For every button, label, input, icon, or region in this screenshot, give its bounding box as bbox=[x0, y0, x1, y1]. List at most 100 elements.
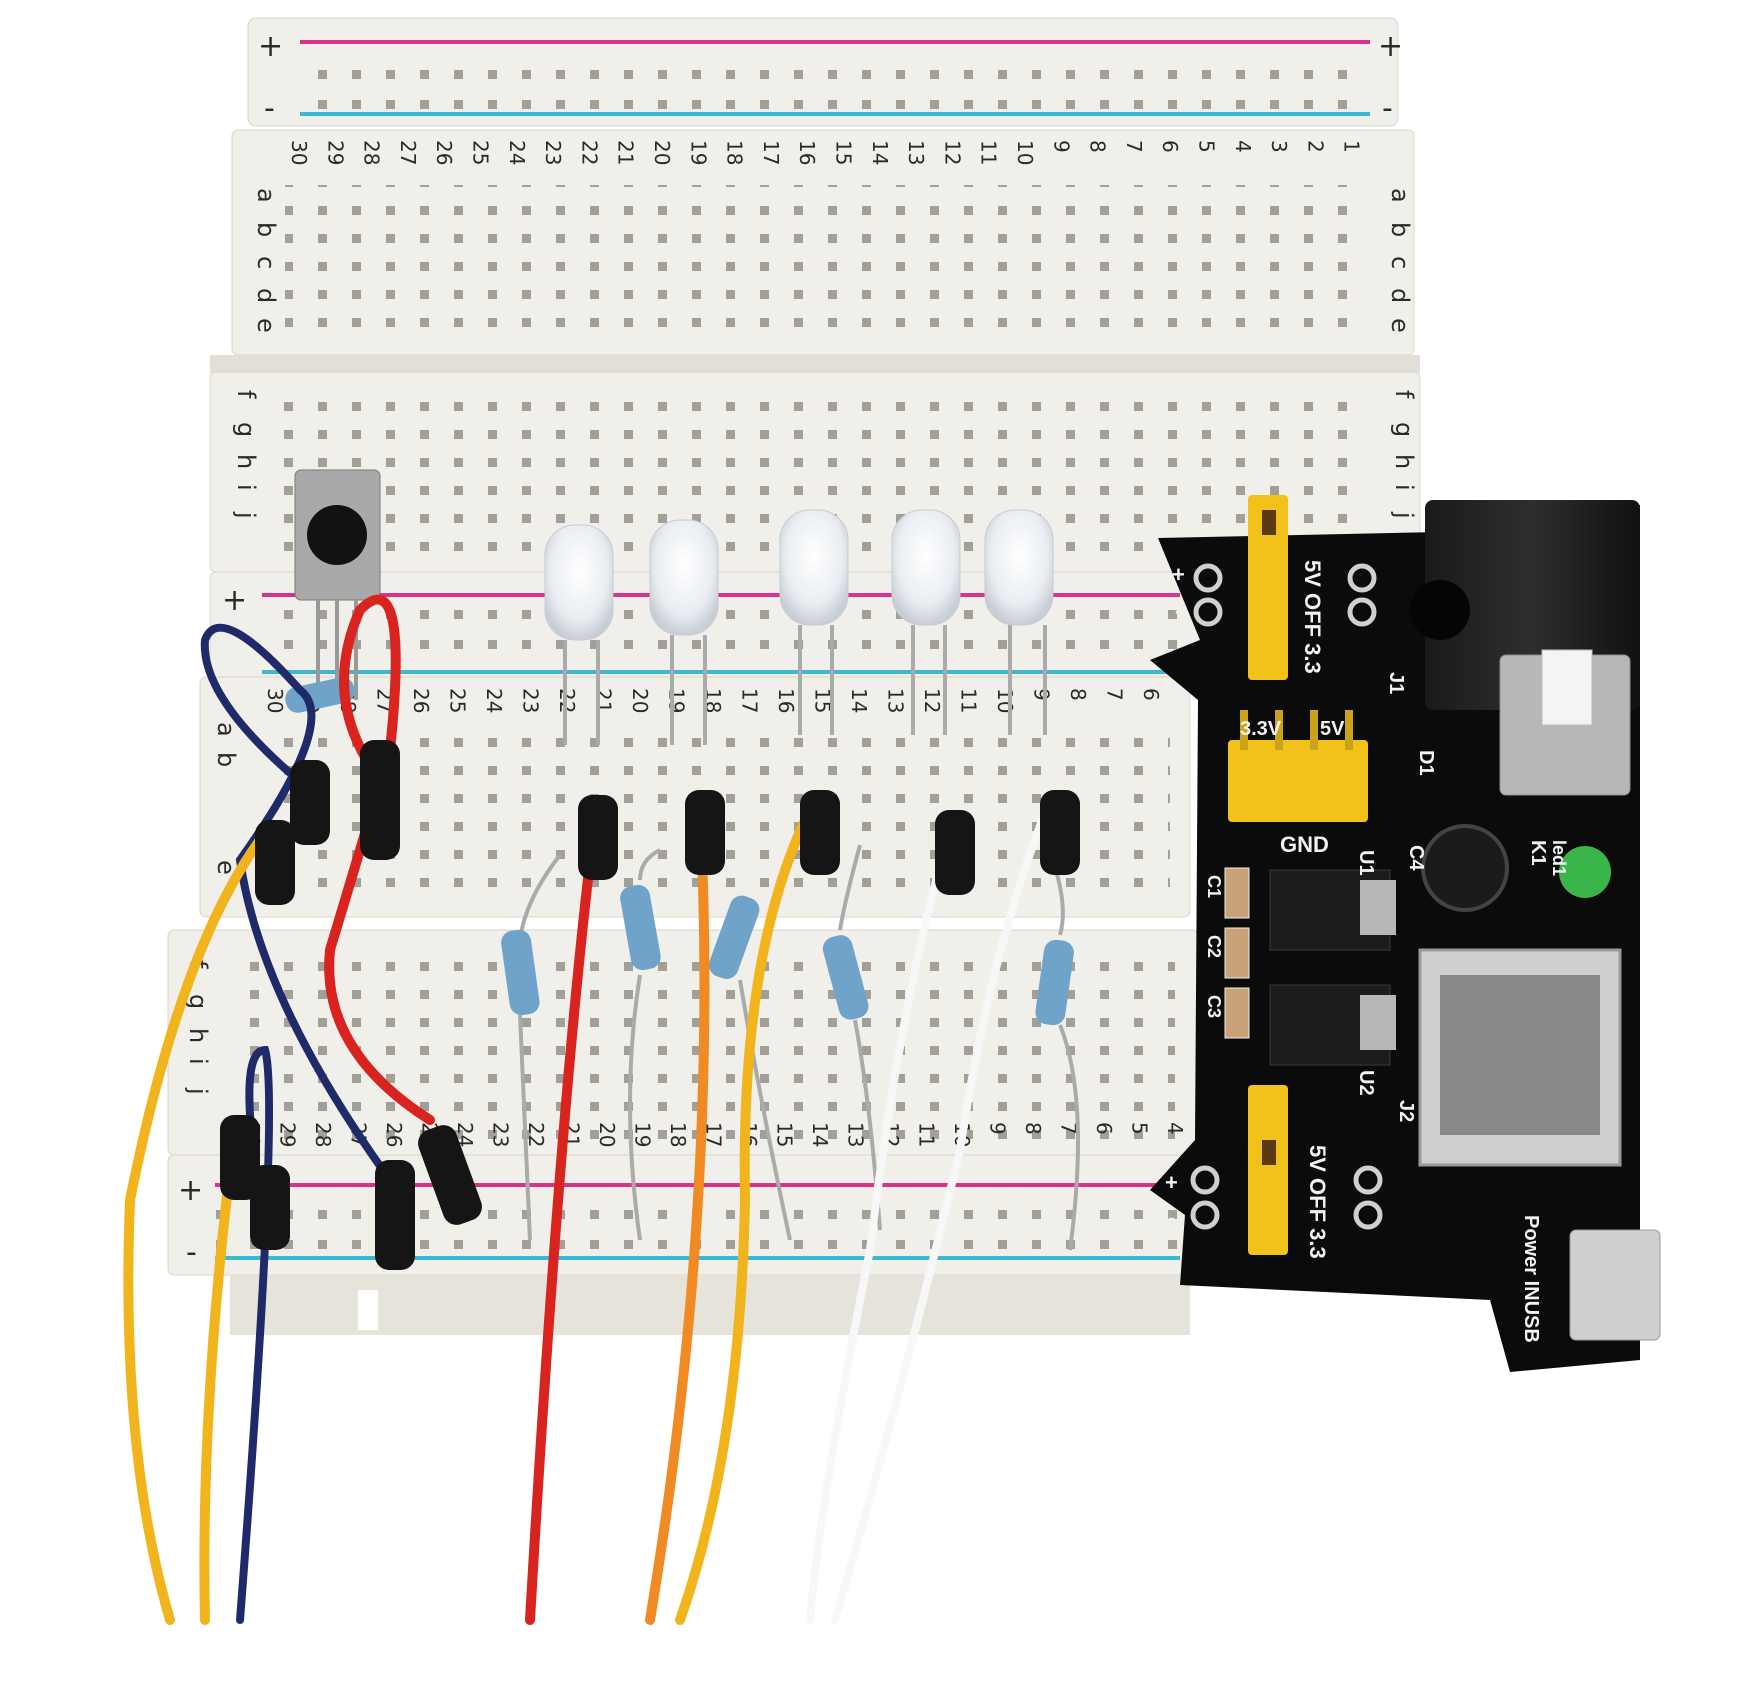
top-column-number: 17 bbox=[759, 140, 783, 165]
bottom-jumper-header[interactable] bbox=[1248, 1085, 1288, 1255]
jumper-wires bbox=[123, 594, 1054, 1625]
top-column-number: 21 bbox=[614, 140, 638, 165]
wire-navy-loop bbox=[200, 623, 394, 1184]
led-1 bbox=[544, 524, 614, 745]
low-row-letter-i: i bbox=[184, 1058, 212, 1065]
row-letter-j-left: j bbox=[232, 511, 260, 519]
capacitor-c1 bbox=[1224, 867, 1250, 919]
top-column-number: 23 bbox=[541, 140, 565, 165]
lower-rail-minus: - bbox=[186, 1235, 197, 1270]
label-c1: C1 bbox=[1204, 875, 1224, 898]
row-letter-b-right: b bbox=[1386, 222, 1414, 237]
middle-column-number: 17 bbox=[738, 688, 762, 713]
pcb-minus-top: - bbox=[1175, 598, 1182, 623]
capacitor-c3 bbox=[1224, 987, 1250, 1039]
capacitor-c2 bbox=[1224, 927, 1250, 979]
lower-column-number: 20 bbox=[595, 1122, 619, 1147]
lower-column-number: 15 bbox=[773, 1122, 797, 1147]
lower-column-number: 29 bbox=[276, 1122, 300, 1147]
middle-column-number: 14 bbox=[847, 688, 871, 713]
top-column-number: 20 bbox=[650, 140, 674, 165]
wire-yellow-left bbox=[123, 835, 265, 1625]
lower-column-number: 8 bbox=[1021, 1122, 1045, 1135]
top-column-number: 1 bbox=[1340, 140, 1364, 153]
led-4 bbox=[891, 509, 961, 735]
lower-rail-plus: + bbox=[178, 1173, 203, 1208]
top-jumper-header[interactable] bbox=[1248, 495, 1288, 680]
rail-minus-sign-right: - bbox=[1382, 91, 1393, 126]
wire-yellow-left-2 bbox=[199, 1125, 240, 1625]
row-letter-c-left: c bbox=[252, 256, 280, 269]
lower-column-number: 6 bbox=[1092, 1122, 1116, 1135]
middle-column-number: 6 bbox=[1139, 688, 1163, 701]
low-row-letter-j: j bbox=[184, 1087, 212, 1095]
label-j2: J2 bbox=[1395, 1100, 1417, 1122]
label-k1: K1 bbox=[1527, 840, 1549, 866]
lower-column-number: 22 bbox=[524, 1122, 548, 1147]
board-bottom-edge bbox=[230, 1275, 1190, 1335]
label-c4: C4 bbox=[1405, 845, 1427, 871]
top-column-number: 10 bbox=[1013, 140, 1037, 165]
power-led-green bbox=[1559, 846, 1611, 898]
lower-column-number: 23 bbox=[489, 1122, 513, 1147]
middle-column-number: 24 bbox=[482, 688, 506, 713]
middle-column-number: 26 bbox=[409, 688, 433, 713]
top-column-number: 29 bbox=[323, 140, 347, 165]
lower-column-number: 5 bbox=[1128, 1122, 1152, 1135]
led-2 bbox=[649, 519, 719, 745]
top-column-number: 22 bbox=[577, 140, 601, 165]
middle-column-number: 8 bbox=[1066, 688, 1090, 701]
row-letter-g-right: g bbox=[1390, 422, 1418, 437]
row-letter-b-left: b bbox=[252, 222, 280, 237]
lower-column-number: 11 bbox=[915, 1122, 939, 1147]
top-column-number: 6 bbox=[1158, 140, 1182, 153]
wire-orange bbox=[645, 805, 710, 1625]
middle-column-number: 25 bbox=[446, 688, 470, 713]
middle-column-number: 19 bbox=[665, 688, 689, 713]
lower-column-number: 9 bbox=[986, 1122, 1010, 1135]
label-u1: U1 bbox=[1355, 850, 1377, 876]
resistor-2 bbox=[620, 848, 661, 1241]
mid-row-letter-e: e bbox=[212, 860, 240, 875]
top-column-number: 25 bbox=[469, 140, 493, 165]
wire-plugs bbox=[220, 740, 1080, 1270]
middle-column-number: 10 bbox=[993, 688, 1017, 713]
mid-row-letter-a: a bbox=[212, 722, 240, 737]
row-letter-h-left: h bbox=[232, 454, 260, 469]
top-column-number: 28 bbox=[360, 140, 384, 165]
output-pin-header[interactable] bbox=[1228, 740, 1368, 822]
row-letter-a-left: a bbox=[252, 188, 280, 203]
bottom-jumper-label: 5V OFF 3.3 bbox=[1305, 1145, 1330, 1259]
label-led1: led1 bbox=[1549, 840, 1569, 876]
top-column-number: 2 bbox=[1303, 140, 1327, 153]
micro-usb-port[interactable] bbox=[1569, 1229, 1661, 1341]
middle-column-number: 21 bbox=[592, 688, 616, 713]
wire-white-2 bbox=[831, 796, 1054, 1624]
lower-column-number: 26 bbox=[382, 1122, 406, 1147]
resistors bbox=[285, 677, 1080, 1251]
led-3 bbox=[779, 509, 849, 735]
led-5 bbox=[984, 509, 1054, 735]
top-column-number: 13 bbox=[904, 140, 928, 165]
top-column-number: 18 bbox=[723, 140, 747, 165]
top-column-number: 3 bbox=[1267, 140, 1291, 153]
resistor-3 bbox=[708, 895, 792, 1241]
top-column-number: 14 bbox=[868, 140, 892, 165]
top-column-number: 16 bbox=[795, 140, 819, 165]
top-column-number: 8 bbox=[1086, 140, 1110, 153]
top-column-number: 30 bbox=[287, 140, 311, 165]
lower-column-number: 4 bbox=[1163, 1122, 1187, 1135]
pcb-plus-top: + bbox=[1172, 562, 1185, 587]
capacitor-c4 bbox=[1421, 824, 1509, 912]
middle-column-number: 16 bbox=[774, 688, 798, 713]
leds bbox=[544, 509, 1054, 745]
wire-yellow-mid bbox=[675, 805, 815, 1625]
power-supply-module: 5V OFF 3.3 5V OFF 3.3 3.3V 5V GND + - + … bbox=[1150, 495, 1661, 1372]
rail-plus-sign-left: + bbox=[258, 29, 283, 64]
row-letter-j-right: j bbox=[1390, 511, 1418, 519]
top-column-number: 24 bbox=[505, 140, 529, 165]
top-column-number: 15 bbox=[832, 140, 856, 165]
middle-column-number: 13 bbox=[884, 688, 908, 713]
